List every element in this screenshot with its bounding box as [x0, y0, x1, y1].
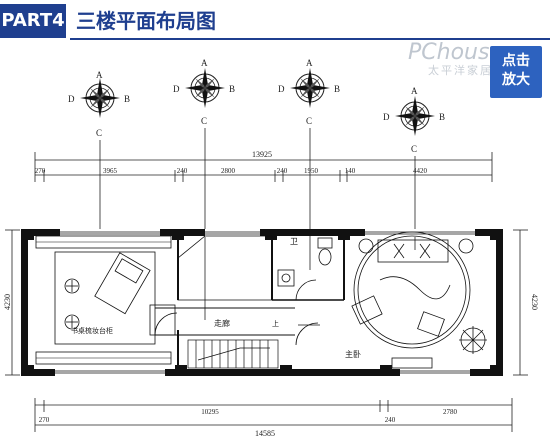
bathroom-fixtures: [149, 237, 333, 336]
compass-4-north: A: [411, 86, 418, 96]
compass-4-south: C: [411, 144, 417, 154]
compass-4-west: D: [383, 112, 390, 122]
top-dim-4: 2800: [221, 167, 236, 175]
compass-3-west: D: [278, 84, 285, 94]
bottom-dim-4: 2780: [443, 408, 458, 416]
compass-3-east: B: [334, 84, 340, 94]
page-header: PART4 三楼平面布局图: [0, 0, 550, 48]
page-title: 三楼平面布局图: [76, 9, 216, 33]
left-height-dim: 4230: [3, 294, 12, 310]
top-dimension-labels: 13925 270 3965 240 2800 240 1950 140 442…: [35, 150, 428, 175]
bath-label: 卫: [290, 237, 298, 246]
compass-3-north: A: [306, 58, 313, 68]
bottom-dimensions: [34, 398, 513, 432]
compass-1-south: C: [96, 128, 102, 138]
compass-rose-3: A C D B: [278, 58, 340, 270]
top-dim-2: 3965: [103, 167, 118, 175]
master-bedroom-furniture: [295, 231, 487, 369]
bottom-total-dim: 14585: [255, 429, 275, 438]
zoom-button-line1: 点击: [502, 53, 530, 69]
section-badge: PART4: [0, 4, 66, 38]
building-walls: [21, 229, 503, 376]
compass-1-east: B: [124, 94, 130, 104]
right-height-dim: 4230: [530, 294, 539, 310]
top-total-dim: 13925: [252, 150, 272, 159]
side-dimensions: [5, 229, 528, 376]
top-dim-8: 4420: [413, 167, 428, 175]
bottom-dim-1: 270: [39, 416, 50, 424]
compass-1-west: D: [68, 94, 75, 104]
brand-watermark-tagline: 太平洋家居: [428, 64, 493, 77]
brand-watermark: PChouse: [408, 40, 503, 65]
compass-2-south: C: [201, 116, 207, 126]
compass-2-east: B: [229, 84, 235, 94]
left-room-furniture: [54, 251, 156, 345]
bottom-dimension-labels: 270 10295 240 2780 14585: [39, 408, 458, 438]
bottom-dim-3: 240: [385, 416, 396, 424]
zoom-button[interactable]: 点击 放大: [490, 46, 542, 98]
compass-2-north: A: [201, 58, 208, 68]
compass-rose-1: A C D B: [68, 70, 130, 235]
top-dimensions: [34, 152, 493, 182]
compass-4-east: B: [439, 112, 445, 122]
header-rule: [70, 38, 550, 40]
stair-mark: 上: [272, 319, 279, 328]
compass-3-south: C: [306, 116, 312, 126]
top-dim-3: 240: [177, 167, 188, 175]
bottom-dim-2: 10295: [201, 408, 219, 416]
compass-rose-2: A C D B: [173, 58, 235, 320]
top-dim-5: 240: [277, 167, 288, 175]
staircase: [187, 339, 279, 369]
balcony-label: 主卧: [345, 349, 361, 359]
corridor-label: 走廊: [214, 318, 230, 328]
top-dim-6: 1950: [304, 167, 319, 175]
zoom-button-line2: 放大: [502, 72, 530, 88]
compass-2-west: D: [173, 84, 180, 94]
study-desk-label: 书桌梳妆台柜: [71, 326, 113, 335]
top-dim-7: 140: [345, 167, 356, 175]
top-dim-1: 270: [35, 167, 46, 175]
interior-walls: [35, 235, 345, 369]
compass-1-north: A: [96, 70, 103, 80]
